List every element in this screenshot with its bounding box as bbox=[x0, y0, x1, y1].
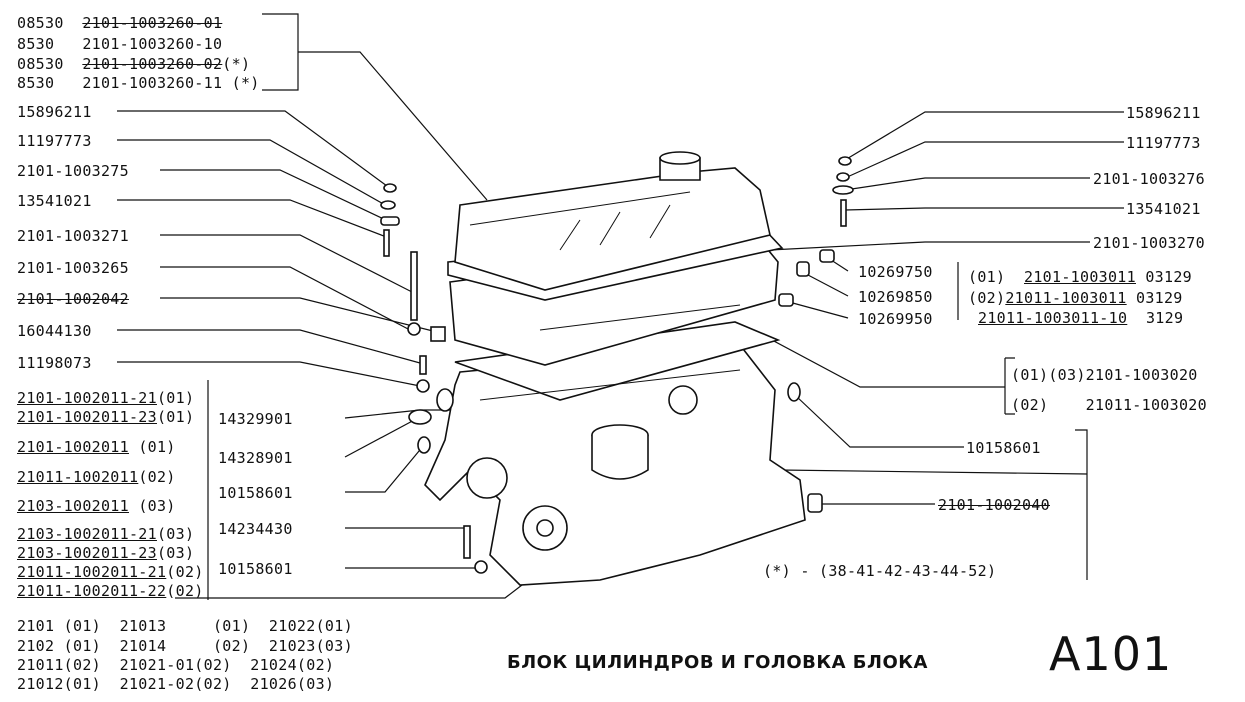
group-row: 8530 2101-1003260-10 bbox=[17, 35, 222, 53]
footnote-marker: (*) bbox=[222, 55, 251, 73]
footnote: (*) - (38-41-42-43-44-52) bbox=[763, 562, 997, 580]
group-row: 08530 2101-1003260-02(*) bbox=[17, 55, 250, 73]
part-code: 8530 bbox=[17, 74, 55, 92]
part-label-left: 13541021 bbox=[17, 192, 92, 210]
group-row: 8530 2101-1003260-11 (*) bbox=[17, 74, 260, 92]
part-label-mid: 14328901 bbox=[218, 449, 293, 467]
part-number: 2101-1003020 bbox=[1085, 366, 1198, 384]
part-number: 2101-1003260-10 bbox=[82, 35, 223, 53]
models-row: 2102 (01) 21014 (02) 21023(03) bbox=[17, 637, 353, 655]
part-label-left: 2101-1002042 bbox=[17, 290, 129, 308]
part-label-mid: 14329901 bbox=[218, 410, 293, 428]
part-number: 21011-1002011-22 bbox=[17, 582, 167, 600]
model-code: (01)(03) bbox=[1011, 366, 1086, 384]
page-code: A101 bbox=[1049, 627, 1173, 681]
valve-part-label: 10269850 bbox=[858, 288, 933, 306]
model-code: (03) bbox=[128, 497, 176, 515]
model-code: (01) bbox=[128, 438, 176, 456]
footnote-marker: (*) bbox=[231, 74, 260, 92]
part-number: 21011-1003020 bbox=[1085, 396, 1207, 414]
part-label-mid: 14234430 bbox=[218, 520, 293, 538]
bottom-right-part-label: 2101-1002040 bbox=[938, 496, 1050, 514]
model-code: (03) bbox=[156, 525, 195, 543]
block-variant: 2103-1002011-23(03) bbox=[17, 544, 194, 562]
page-title: БЛОК ЦИЛИНДРОВ И ГОЛОВКА БЛОКА bbox=[507, 652, 928, 673]
part-number: 2101-1002011 bbox=[17, 438, 129, 456]
part-label-left: 15896211 bbox=[17, 103, 92, 121]
models-row: 21011(02) 21021-01(02) 21024(02) bbox=[17, 656, 335, 674]
part-label-left: 2101-1003265 bbox=[17, 259, 129, 277]
part-code: 08530 bbox=[17, 14, 64, 32]
part-number: 2101-1003260-02 bbox=[82, 55, 223, 73]
part-number: 21011-1002011 bbox=[17, 468, 139, 486]
model-code: (02) bbox=[166, 563, 204, 581]
part-label-right: 2101-1003276 bbox=[1093, 170, 1205, 188]
part-label-left: 11198073 bbox=[17, 354, 92, 372]
part-label-left: 16044130 bbox=[17, 322, 92, 340]
part-number: 21011-1003011-10 bbox=[978, 309, 1128, 327]
part-number: 2101-1003011 bbox=[1024, 268, 1136, 286]
head-variant: (02)21011-1003011 03129 bbox=[968, 289, 1183, 307]
part-label-right: 15896211 bbox=[1126, 104, 1201, 122]
part-code: 08530 bbox=[17, 55, 64, 73]
part-label-left: 2101-1003275 bbox=[17, 162, 129, 180]
part-number: 2103-1002011-23 bbox=[17, 544, 157, 562]
part-code: 8530 bbox=[17, 35, 55, 53]
block-variant: 2103-1002011-21(03) bbox=[17, 525, 194, 543]
model-code: (01) bbox=[156, 408, 195, 426]
part-label-right: 13541021 bbox=[1126, 200, 1201, 218]
models-row: 21012(01) 21021-02(02) 21026(03) bbox=[17, 675, 335, 693]
part-number: 2101-1003260-01 bbox=[82, 14, 223, 32]
model-code: (01) bbox=[156, 389, 195, 407]
part-label-right: 11197773 bbox=[1126, 134, 1201, 152]
block-variant: 2103-1002011 (03) bbox=[17, 497, 176, 515]
model-code: (03) bbox=[156, 544, 195, 562]
part-label-mid: 10158601 bbox=[218, 484, 293, 502]
model-code: (02) bbox=[968, 289, 1006, 307]
part-number: 2101-1002011-21 bbox=[17, 389, 157, 407]
valve-part-label: 10269950 bbox=[858, 310, 933, 328]
valve-part-label: 10269750 bbox=[858, 263, 933, 281]
part-number: 21011-1003011 bbox=[1005, 289, 1127, 307]
group-row: 08530 2101-1003260-01 bbox=[17, 14, 222, 32]
part-label-left: 11197773 bbox=[17, 132, 92, 150]
plug-part-label: 10158601 bbox=[966, 439, 1041, 457]
gasket-variant: (02) 21011-1003020 bbox=[1011, 396, 1207, 414]
part-code: 3129 bbox=[1145, 309, 1184, 327]
part-number: 21011-1002011-21 bbox=[17, 563, 167, 581]
block-variant: 2101-1002011-21(01) bbox=[17, 389, 194, 407]
head-variant: (01) 2101-1003011 03129 bbox=[968, 268, 1192, 286]
part-number: 2103-1002011 bbox=[17, 497, 129, 515]
models-row: 2101 (01) 21013 (01) 21022(01) bbox=[17, 617, 353, 635]
part-number: 2101-1003260-11 bbox=[82, 74, 223, 92]
part-label-left: 2101-1003271 bbox=[17, 227, 129, 245]
part-number: 2101-1002011-23 bbox=[17, 408, 157, 426]
block-variant: 2101-1002011-23(01) bbox=[17, 408, 194, 426]
gasket-variant: (01)(03)2101-1003020 bbox=[1011, 366, 1198, 384]
block-variant: 21011-1002011-21(02) bbox=[17, 563, 204, 581]
block-variant: 21011-1002011-22(02) bbox=[17, 582, 204, 600]
block-variant: 2101-1002011 (01) bbox=[17, 438, 176, 456]
part-number: 2103-1002011-21 bbox=[17, 525, 157, 543]
part-label-mid: 10158601 bbox=[218, 560, 293, 578]
part-code: 03129 bbox=[1145, 268, 1192, 286]
part-code: 03129 bbox=[1135, 289, 1183, 307]
model-code: (02) bbox=[166, 582, 204, 600]
head-variant: 21011-1003011-10 3129 bbox=[978, 309, 1183, 327]
model-code: (02) bbox=[1011, 396, 1049, 414]
model-code: (02) bbox=[138, 468, 176, 486]
part-label-right: 2101-1003270 bbox=[1093, 234, 1205, 252]
model-code: (01) bbox=[968, 268, 1006, 286]
block-variant: 21011-1002011(02) bbox=[17, 468, 176, 486]
